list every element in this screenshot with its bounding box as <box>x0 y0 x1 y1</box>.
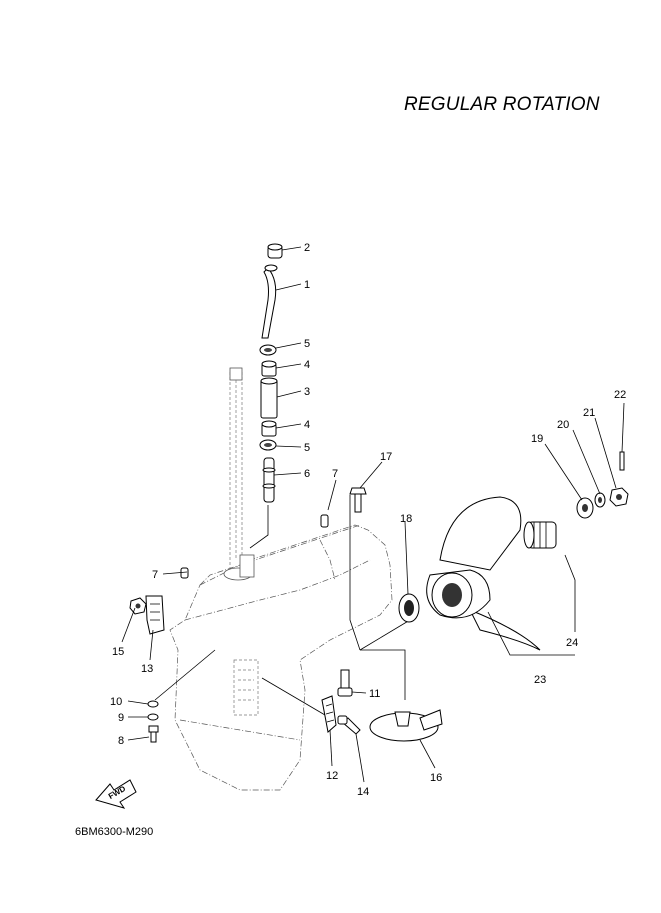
callout-7-left: 7 <box>152 569 158 581</box>
fasteners <box>129 487 367 743</box>
callout-5-upper: 5 <box>304 338 310 350</box>
callout-5-lower: 5 <box>304 442 310 454</box>
callout-12: 12 <box>326 770 338 782</box>
callout-3: 3 <box>304 386 310 398</box>
propeller-assembly <box>398 451 629 656</box>
callout-6: 6 <box>304 468 310 480</box>
lower-unit-housing <box>154 367 411 791</box>
callout-10: 10 <box>110 696 122 708</box>
callout-21: 21 <box>583 407 595 419</box>
callout-11: 11 <box>369 688 380 700</box>
callout-19: 19 <box>531 433 543 445</box>
drawing-code: 6BM6300-M290 <box>75 826 154 838</box>
water-tube-assembly <box>259 243 283 503</box>
callout-1: 1 <box>304 279 310 291</box>
callout-numbers: 2 1 5 4 3 4 5 6 7 17 18 19 20 21 22 7 15… <box>110 242 626 798</box>
callout-2: 2 <box>304 242 310 254</box>
callout-leaders <box>121 246 625 783</box>
callout-13: 13 <box>141 663 153 675</box>
callout-17: 17 <box>380 451 392 463</box>
callout-4-upper: 4 <box>304 359 310 371</box>
fwd-arrow: FWD <box>95 779 137 809</box>
diagram-title: REGULAR ROTATION <box>404 94 600 115</box>
callout-18: 18 <box>400 513 412 525</box>
callout-20: 20 <box>557 419 569 431</box>
callout-8: 8 <box>118 735 124 747</box>
callout-23: 23 <box>534 674 546 686</box>
callout-24: 24 <box>566 637 578 649</box>
callout-9: 9 <box>118 712 124 724</box>
callout-7-right: 7 <box>332 468 338 480</box>
callout-14: 14 <box>357 786 369 798</box>
callout-16: 16 <box>430 772 442 784</box>
anode-plate <box>369 709 443 742</box>
callout-22: 22 <box>614 389 626 401</box>
callout-15: 15 <box>112 646 124 658</box>
callout-4-lower: 4 <box>304 419 310 431</box>
